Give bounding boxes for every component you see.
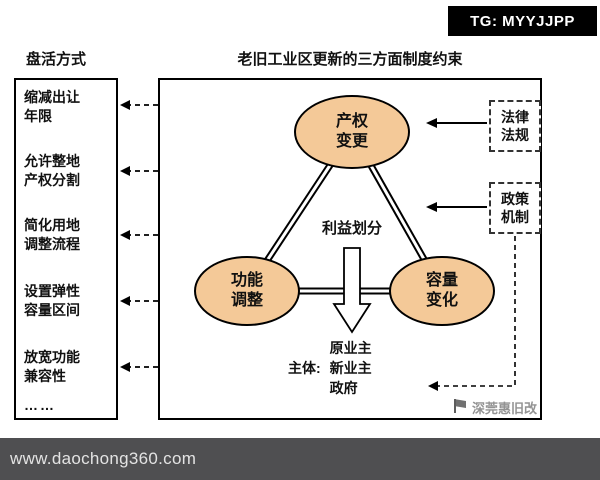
list-item: 设置弹性 容量区间: [24, 283, 80, 318]
benefit-division-label: 利益划分: [321, 220, 382, 237]
watermark-logo-icon: [452, 398, 468, 417]
list-item: 放宽功能 兼容性: [24, 349, 80, 384]
dashed-arrow-item-1: [120, 166, 158, 176]
list-item: 允许整地 产权分割: [24, 153, 80, 188]
watermark: 深莞惠旧改: [452, 398, 537, 417]
policy-mechanism-box: 政策 机制: [489, 182, 541, 234]
left-panel-title: 盘活方式: [26, 51, 87, 68]
node-capacity-change: 容量 变化: [389, 256, 495, 326]
list-item: 简化用地 调整流程: [24, 217, 80, 252]
dashed-arrow-item-0: [120, 100, 158, 110]
law-regulation-box: 法律 法规: [489, 100, 541, 152]
diagram-title: 老旧工业区更新的三方面制度约束: [237, 51, 463, 68]
node-function-adjustment: 功能 调整: [194, 256, 300, 326]
telegram-badge: TG: MYYJJPP: [448, 6, 597, 36]
left-panel: 缩减出让 年限 允许整地 产权分割 简化用地 调整流程 设置弹性 容量区间 放宽…: [14, 78, 118, 420]
dashed-arrow-item-2: [120, 230, 158, 240]
watermark-text: 深莞惠旧改: [472, 401, 538, 416]
subject-list: 原业主 新业主 政府: [329, 340, 372, 396]
ellipsis-item: ……: [24, 397, 56, 413]
footer-url: www.daochong360.com: [10, 449, 197, 468]
dashed-arrow-item-4: [120, 362, 158, 372]
dashed-arrow-item-3: [120, 296, 158, 306]
footer: www.daochong360.com: [0, 438, 600, 480]
node-property-change: 产权 变更: [294, 95, 410, 169]
list-item: 缩减出让 年限: [24, 89, 80, 124]
subject-label: 主体:: [288, 360, 321, 376]
subject-block: 主体: 原业主 新业主 政府: [288, 338, 372, 398]
